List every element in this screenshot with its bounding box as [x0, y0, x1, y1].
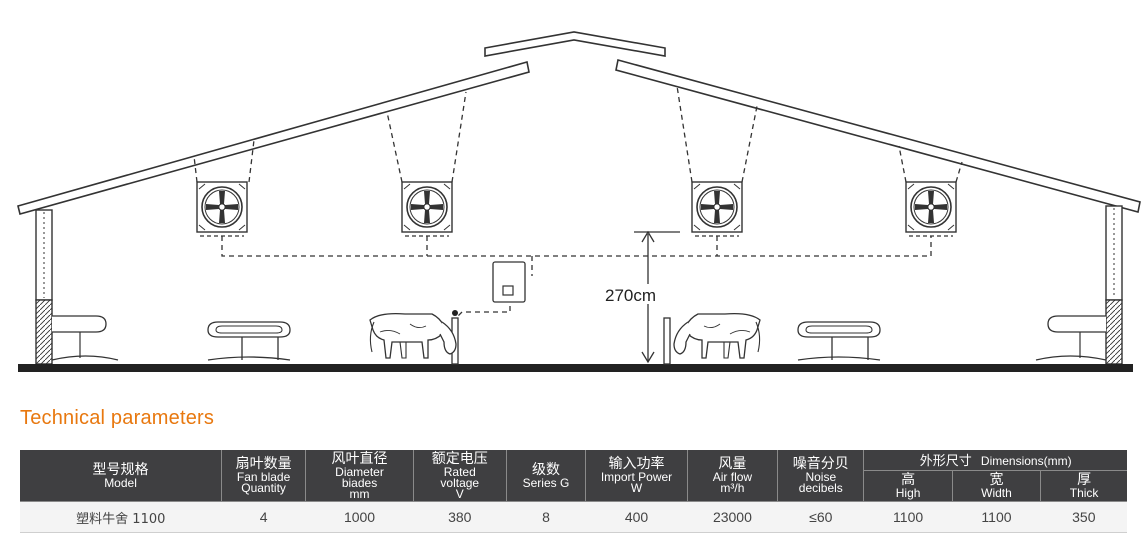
fan-hangers: [193, 85, 963, 183]
col-header-power: 输入功率 Import Power W: [585, 450, 688, 502]
section-title: Technical parameters: [20, 407, 215, 429]
col-group-dimensions: 外形尺寸 Dimensions(mm): [863, 450, 1127, 471]
wall-right: [1105, 205, 1123, 365]
height-label: 270cm: [605, 286, 656, 305]
cell-high: 1100: [863, 501, 953, 533]
feed-trough-icon: [207, 321, 291, 361]
col-header-model: 型号规格 Model: [20, 450, 223, 502]
col-header-width: 宽 Width: [952, 470, 1042, 502]
col-header-series: 级数 Series G: [506, 450, 587, 502]
stall-posts: [451, 317, 671, 365]
cell-diameter: 1000: [305, 501, 414, 533]
spec-table: 型号规格 Model 扇叶数量 Fan blade Quantity 风叶直径 …: [20, 450, 1127, 533]
col-header-blade-quantity: 扇叶数量 Fan blade Quantity: [221, 450, 307, 502]
exhaust-fan-icon: [196, 181, 248, 237]
col-header-high: 高 High: [863, 470, 953, 502]
col-header-noise: 噪音分贝 Noise decibels: [777, 450, 865, 502]
feed-trough-wall-left: [51, 315, 119, 361]
feed-trough-icon: [797, 321, 881, 361]
col-header-air-flow: 风量 Air flow m³/h: [687, 450, 779, 502]
exhaust-fan-icon: [401, 181, 453, 237]
roof-ridge-cap: [484, 31, 666, 57]
cell-voltage: 380: [413, 501, 507, 533]
cell-power: 400: [585, 501, 688, 533]
height-dimension: 270cm: [605, 230, 680, 364]
table-row: 塑料牛舍 1100 4 1000 380 8 400 23000 ≤60 110…: [20, 501, 1127, 533]
exhaust-fan-icon: [905, 181, 957, 237]
col-header-voltage: 额定电压 Rated voltage V: [413, 450, 507, 502]
cow-icon: [673, 312, 761, 359]
cell-series: 8: [506, 501, 586, 533]
cow-icon: [369, 312, 457, 359]
control-wiring: [221, 236, 932, 319]
roof-left: [17, 60, 530, 215]
col-header-diameter: 风叶直径 Diameter biades mm: [305, 450, 414, 502]
wall-left: [35, 209, 53, 365]
col-header-thick: 厚 Thick: [1040, 470, 1127, 502]
cell-air-flow: 23000: [687, 501, 778, 533]
cell-blade-quantity: 4: [221, 501, 306, 533]
cell-thick: 350: [1040, 501, 1127, 533]
floor: [18, 364, 1133, 372]
controller-box-icon: [452, 261, 526, 316]
cell-noise: ≤60: [777, 501, 864, 533]
exhaust-fan-icon: [691, 181, 743, 237]
cell-width: 1100: [952, 501, 1041, 533]
cell-model: 塑料牛舍 1100: [20, 501, 222, 533]
barn-ventilation-diagram: 270cm: [17, 31, 1141, 372]
feed-trough-wall-right: [1035, 315, 1107, 361]
roof-right: [615, 59, 1141, 213]
